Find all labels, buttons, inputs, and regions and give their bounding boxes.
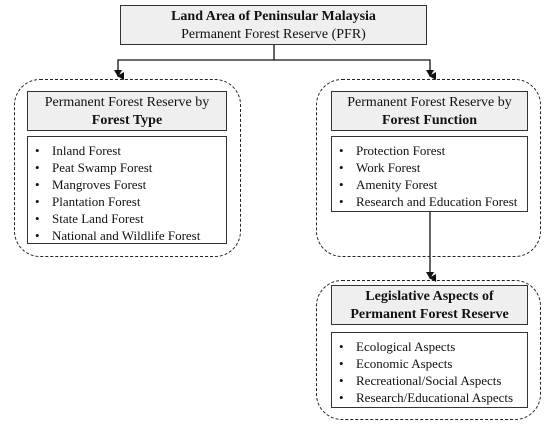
bullet-icon: • — [35, 211, 40, 226]
list-item: • State Land Forest — [28, 210, 226, 227]
bullet-icon: • — [339, 177, 344, 192]
list-item: • National and Wildlife Forest — [28, 227, 226, 244]
legislative-aspects-list-box: • Ecological Aspects • Economic Aspects • Rec… — [331, 332, 528, 408]
top-box: Land Area of Peninsular Malaysia Permane… — [120, 5, 427, 45]
list-item-label: National and Wildlife Forest — [52, 228, 201, 243]
forest-function-header-line2: Forest Function — [381, 113, 477, 128]
forest-function-list: • Protection Forest • Work Forest • Amenity F… — [332, 142, 527, 210]
list-item-label: Recreational/Social Aspects — [356, 373, 502, 388]
list-item-label: Peat Swamp Forest — [52, 160, 153, 175]
bullet-icon: • — [339, 373, 344, 388]
top-title: Land Area of Peninsular Malaysia — [171, 9, 376, 24]
list-item: • Peat Swamp Forest — [28, 159, 226, 176]
list-item: • Recreational/Social Aspects — [332, 372, 527, 389]
list-item-label: Plantation Forest — [52, 194, 141, 209]
legislative-aspects-header-line2: Permanent Forest Reserve — [350, 307, 509, 322]
forest-function-list-box: • Protection Forest • Work Forest • Amenity F… — [331, 136, 528, 212]
list-item-label: Ecological Aspects — [356, 339, 456, 354]
list-item: • Research/Educational Aspects — [332, 389, 527, 406]
list-item-label: State Land Forest — [52, 211, 144, 226]
list-item-label: Mangroves Forest — [52, 177, 147, 192]
forest-type-group — [14, 79, 241, 257]
list-item-label: Economic Aspects — [356, 356, 453, 371]
forest-type-header: Permanent Forest Reserve by Forest Type — [27, 91, 227, 131]
list-item-label: Protection Forest — [356, 143, 446, 158]
list-item: • Protection Forest — [332, 142, 527, 159]
forest-function-header-line1: Permanent Forest Reserve by — [347, 95, 512, 110]
bullet-icon: • — [35, 177, 40, 192]
top-subtitle: Permanent Forest Reserve (PFR) — [181, 27, 366, 42]
list-item: • Work Forest — [332, 159, 527, 176]
list-item-label: Research/Educational Aspects — [356, 390, 514, 405]
bullet-icon: • — [339, 339, 344, 354]
list-item: • Plantation Forest — [28, 193, 226, 210]
list-item-label: Inland Forest — [52, 143, 121, 158]
bullet-icon: • — [339, 160, 344, 175]
bullet-icon: • — [35, 194, 40, 209]
forest-function-header: Permanent Forest Reserve by Forest Funct… — [331, 91, 528, 131]
connector-top-to-left — [117, 45, 275, 80]
legislative-aspects-list: • Ecological Aspects • Economic Aspects • Rec… — [332, 338, 527, 406]
list-item: • Research and Education Forest — [332, 193, 527, 210]
connector-arrowhead-right — [426, 70, 434, 77]
bullet-icon: • — [339, 143, 344, 158]
forest-type-header-line1: Permanent Forest Reserve by — [44, 95, 210, 110]
list-item: • Amenity Forest — [332, 176, 527, 193]
bullet-icon: • — [339, 194, 344, 209]
connector-top-to-right — [274, 59, 436, 80]
legislative-aspects-group — [316, 280, 541, 420]
bullet-icon: • — [35, 143, 40, 158]
list-item-label: Research and Education Forest — [356, 194, 518, 209]
bullet-icon: • — [339, 390, 344, 405]
connector-arrowhead-bottom — [426, 272, 434, 279]
list-item: • Inland Forest — [28, 142, 226, 159]
bullet-icon: • — [339, 356, 344, 371]
list-item: • Ecological Aspects — [332, 338, 527, 355]
list-item: • Economic Aspects — [332, 355, 527, 372]
legislative-aspects-header: Legislative Aspects of Permanent Forest … — [331, 285, 528, 325]
legislative-aspects-header-line1: Legislative Aspects of — [365, 289, 494, 304]
list-item-label: Amenity Forest — [356, 177, 438, 192]
connector-arrowhead-left — [114, 70, 122, 77]
bullet-icon: • — [35, 160, 40, 175]
forest-function-group — [316, 79, 541, 257]
forest-type-list-box: • Inland Forest • Peat Swamp Forest • Mangrov… — [27, 136, 227, 244]
bullet-icon: • — [35, 228, 40, 243]
forest-type-header-line2: Forest Type — [91, 113, 163, 128]
list-item: • Mangroves Forest — [28, 176, 226, 193]
list-item-label: Work Forest — [356, 160, 421, 175]
forest-type-list: • Inland Forest • Peat Swamp Forest • Mangrov… — [28, 142, 226, 244]
